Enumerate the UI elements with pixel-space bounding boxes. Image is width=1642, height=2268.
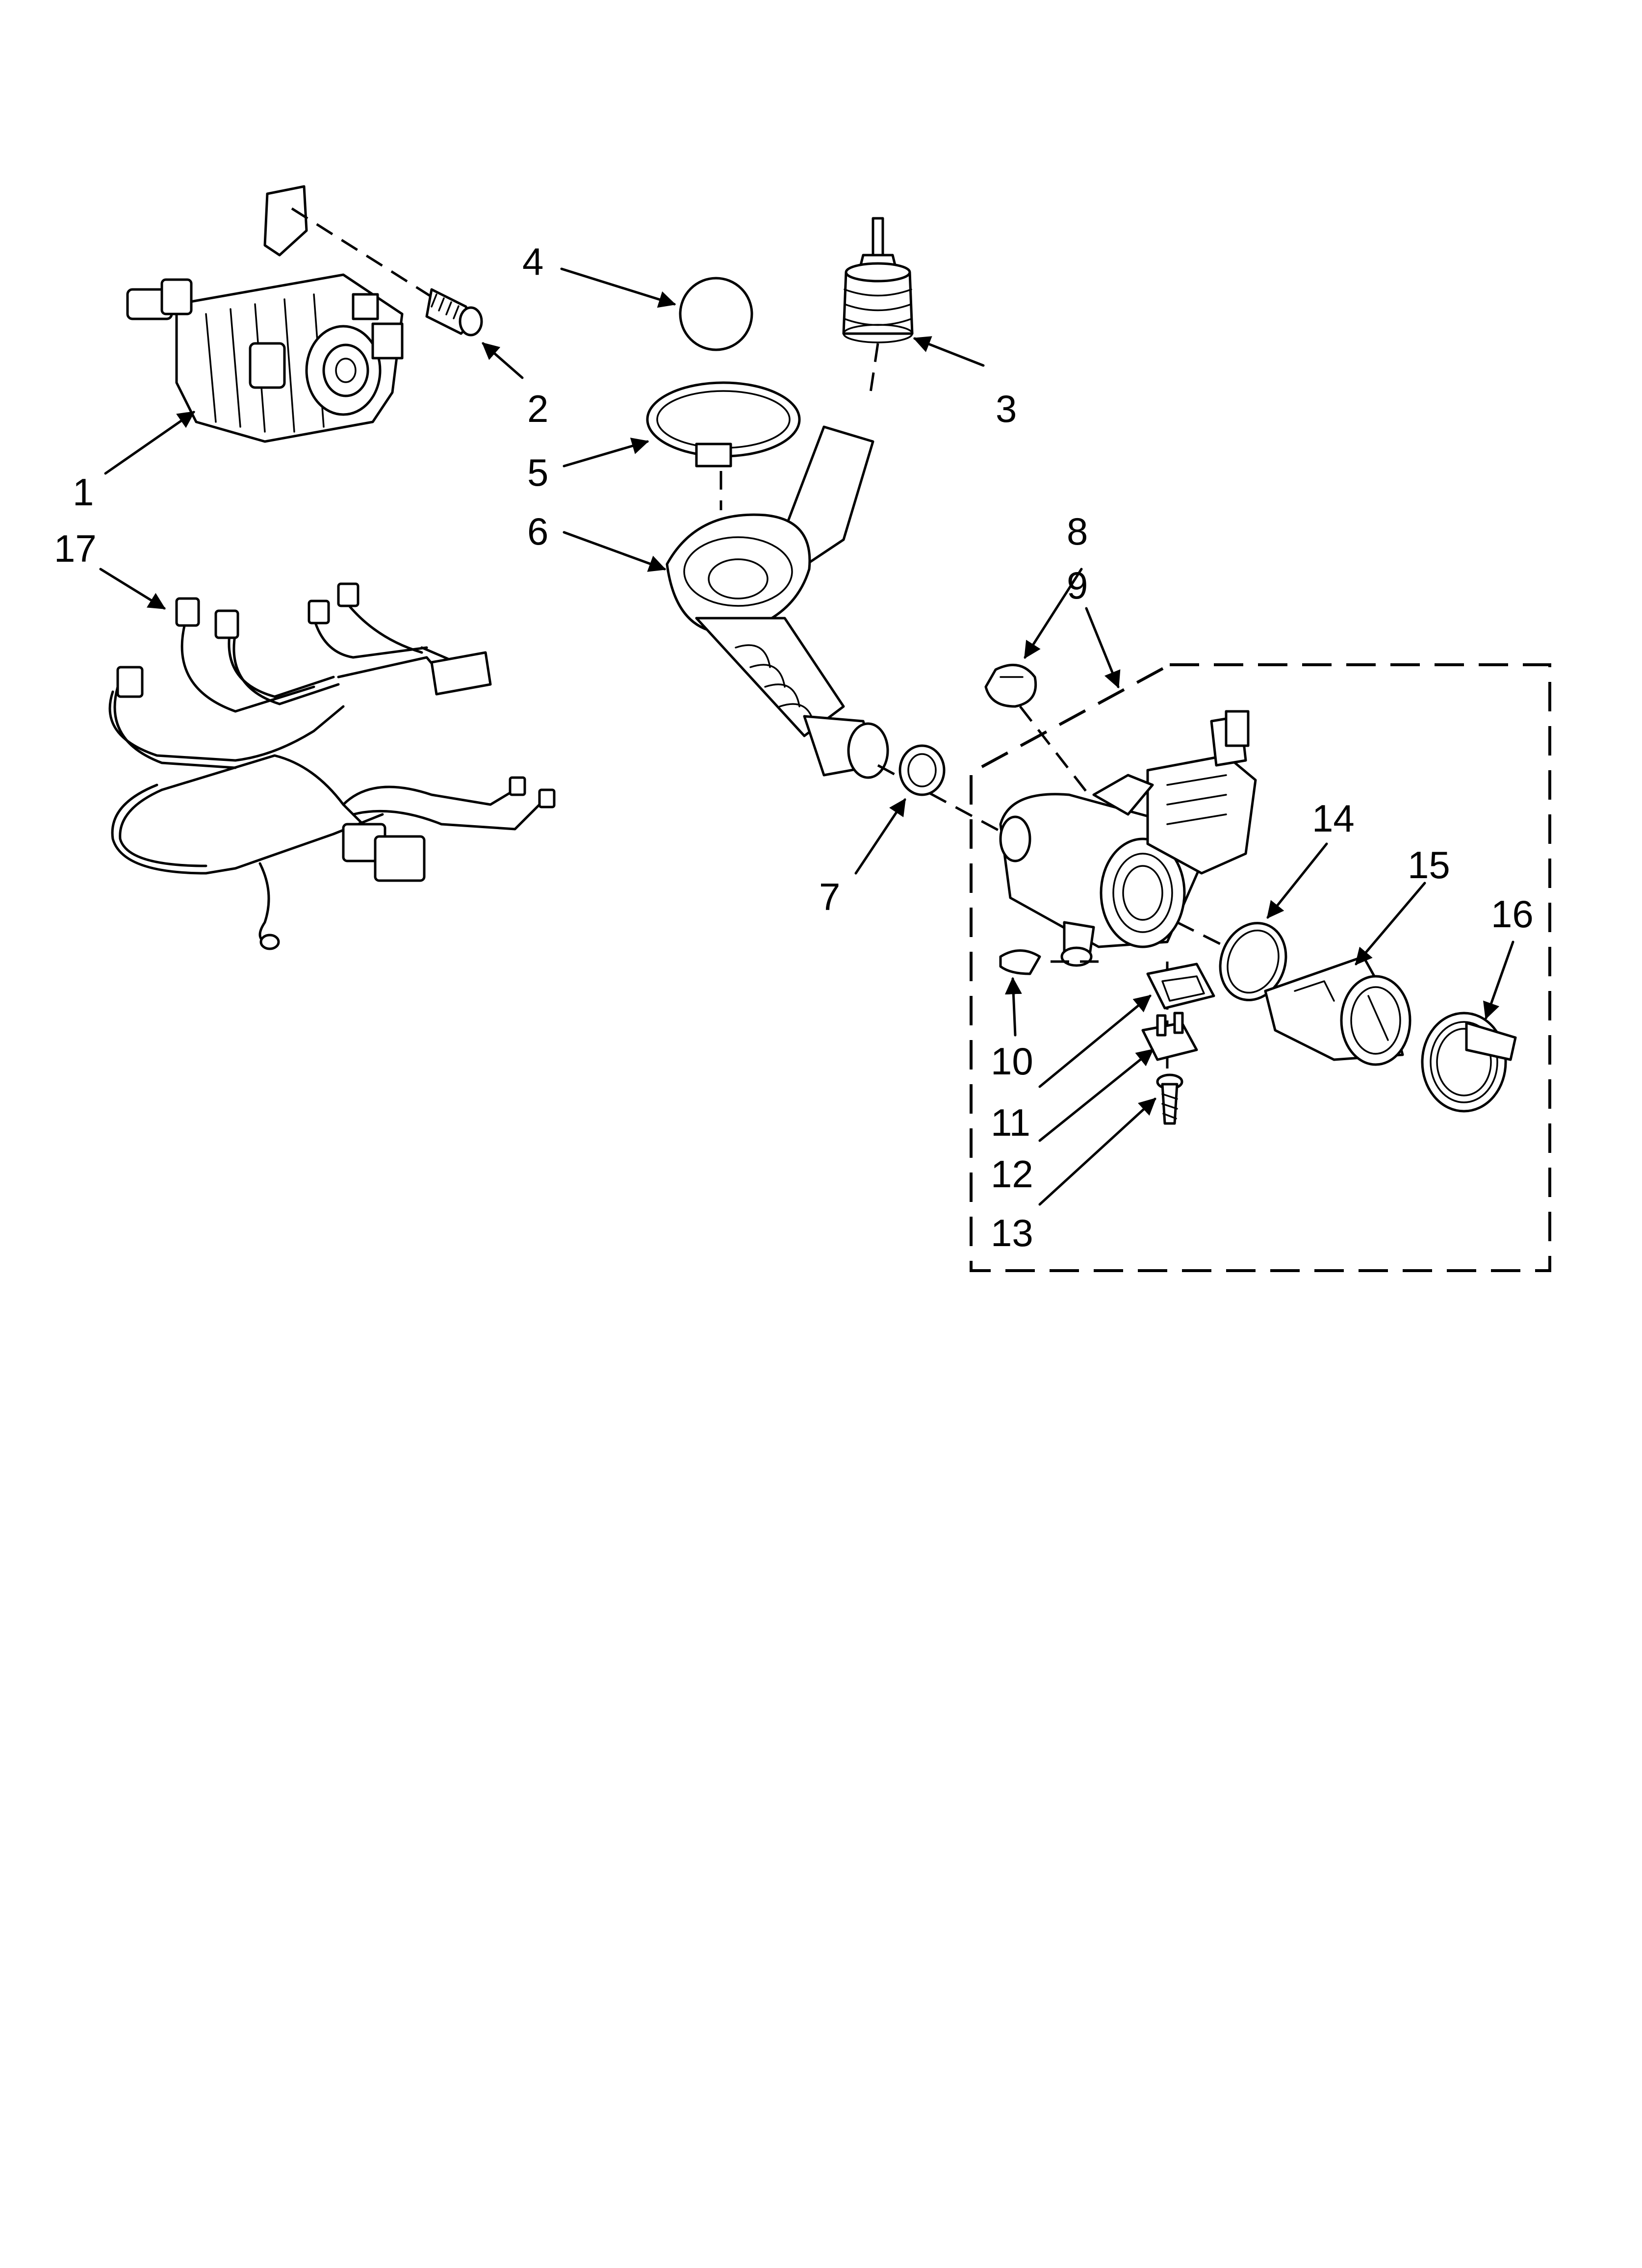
callout-5: 5 xyxy=(527,451,548,494)
part-17-wire-harness xyxy=(108,582,556,950)
callout-14: 14 xyxy=(1312,797,1355,840)
callout-16: 16 xyxy=(1491,892,1534,936)
part-13-screw xyxy=(1156,1073,1183,1125)
part-10-clip xyxy=(999,949,1041,975)
part-16-filter-cap xyxy=(1421,1012,1517,1113)
callout-17: 17 xyxy=(54,527,97,570)
callout-10: 10 xyxy=(991,1040,1033,1083)
part-14-o-ring xyxy=(1219,922,1287,1001)
callout-labels: 1 2 3 4 5 6 7 8 9 10 11 12 13 14 15 16 1… xyxy=(54,240,1534,1254)
part-6-sump-hose xyxy=(666,425,1006,835)
callout-2: 2 xyxy=(527,387,548,430)
callout-13: 13 xyxy=(991,1211,1033,1254)
callout-9: 9 xyxy=(1067,564,1088,607)
callout-7: 7 xyxy=(819,875,840,918)
part-5-clamp xyxy=(646,381,801,510)
callout-6: 6 xyxy=(527,510,548,553)
part-11-gasket xyxy=(1146,963,1215,1010)
leader-lines xyxy=(99,267,1514,1206)
part-8-clip xyxy=(984,663,1090,796)
callout-3: 3 xyxy=(996,387,1017,430)
part-1-motor xyxy=(126,185,433,443)
callout-11: 11 xyxy=(991,1101,1030,1144)
part-7-clamp xyxy=(898,744,946,796)
part-4-ball xyxy=(679,277,753,351)
callout-1: 1 xyxy=(73,470,94,514)
part-9-drain-pump-assembly xyxy=(970,663,1551,1272)
part-15-filter-housing xyxy=(1264,955,1411,1066)
part-3-hose-plug xyxy=(842,217,914,393)
callout-12: 12 xyxy=(991,1152,1033,1196)
part-2-screw xyxy=(425,288,483,337)
callout-15: 15 xyxy=(1408,843,1450,886)
callout-8: 8 xyxy=(1067,510,1088,553)
callout-4: 4 xyxy=(522,240,543,283)
